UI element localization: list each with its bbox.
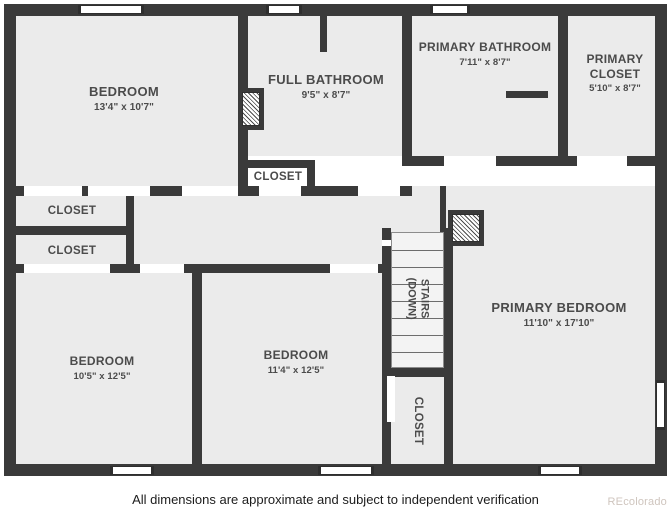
- room-fill-bedroom-sw: [8, 266, 194, 472]
- floor-plan-drawing: STAIRS (DOWN) BEDROOM 13'4" x 10'7" FULL…: [4, 4, 667, 476]
- window-top-primary-bathroom: [430, 5, 470, 14]
- stair-tread: [392, 250, 443, 251]
- room-fill-primary-bathroom: [412, 8, 560, 156]
- closet-wall-hall-right: [307, 160, 315, 196]
- door-opening-bedroom-nw[interactable]: [88, 186, 150, 196]
- interior-wall-bath-divider: [402, 8, 412, 166]
- closet-wall-west-right: [126, 190, 134, 273]
- bath-stub-wall: [320, 8, 327, 52]
- closet-wall-hall-left: [240, 160, 248, 196]
- room-fill-bedroom-s: [202, 266, 390, 472]
- interior-wall-stair-left: [382, 228, 391, 472]
- closet-wall-west-divider: [8, 226, 134, 235]
- exterior-wall-right: [655, 4, 667, 476]
- stairs-down[interactable]: [391, 232, 444, 368]
- door-opening-closet-west-lower[interactable]: [24, 264, 110, 273]
- exterior-wall-left: [4, 4, 16, 476]
- stairs-label-line1: STAIRS: [418, 278, 431, 319]
- window-bottom-primary: [538, 466, 582, 475]
- stair-tread: [392, 318, 443, 319]
- door-opening-bedroom-sw[interactable]: [330, 264, 378, 273]
- skylight-hatch-stair-landing: [452, 214, 480, 242]
- shower-hatch-full-bathroom: [242, 92, 260, 126]
- watermark-recolorado: REcolorado: [607, 496, 667, 508]
- interior-wall-bath-bottom: [240, 186, 412, 196]
- closet-wall-hall-top: [240, 160, 315, 168]
- floor-plan-footer: All dimensions are approximate and subje…: [0, 480, 671, 516]
- hall-stub-wall-stairs: [440, 186, 446, 232]
- door-opening-closet-west-upper[interactable]: [24, 186, 82, 196]
- window-bottom-bedroom-s: [318, 466, 374, 475]
- window-right-primary: [656, 380, 665, 430]
- door-opening-bedroom-s[interactable]: [140, 264, 184, 273]
- disclaimer-caption: All dimensions are approximate and subje…: [132, 492, 539, 507]
- door-opening-primary-bathroom[interactable]: [444, 156, 496, 166]
- closet-name: CLOSET: [253, 171, 303, 183]
- door-opening-hall-to-bath-area[interactable]: [182, 186, 238, 196]
- stair-tread: [392, 267, 443, 268]
- closet-label-hall-upper: CLOSET: [243, 170, 313, 184]
- exterior-wall-top: [4, 4, 667, 16]
- door-opening-hall-closet[interactable]: [259, 186, 301, 196]
- stair-tread: [392, 301, 443, 302]
- door-opening-stair-landing[interactable]: [382, 240, 391, 246]
- room-fill-bedroom-nw: [8, 8, 240, 186]
- stairs-label: STAIRS (DOWN): [405, 263, 431, 335]
- door-opening-full-bathroom[interactable]: [358, 186, 400, 196]
- interior-wall-stair-right: [444, 228, 453, 472]
- interior-wall-pcloset-divider: [558, 8, 568, 166]
- interior-wall-sw-divider: [192, 264, 202, 472]
- door-opening-primary-bedroom[interactable]: [387, 376, 395, 422]
- window-top-full-bathroom: [266, 5, 302, 14]
- stair-tread: [392, 284, 443, 285]
- window-bottom-bedroom-sw: [110, 466, 154, 475]
- stair-tread: [392, 352, 443, 353]
- stair-tread: [392, 335, 443, 336]
- stair-landing-wall-bottom: [386, 368, 448, 377]
- room-fill-primary-closet: [568, 8, 663, 156]
- window-top-bedroom-nw: [78, 5, 144, 14]
- door-opening-primary-closet[interactable]: [577, 156, 627, 166]
- stairs-label-line2: (DOWN): [406, 277, 418, 320]
- pbath-stub-wall: [506, 91, 548, 98]
